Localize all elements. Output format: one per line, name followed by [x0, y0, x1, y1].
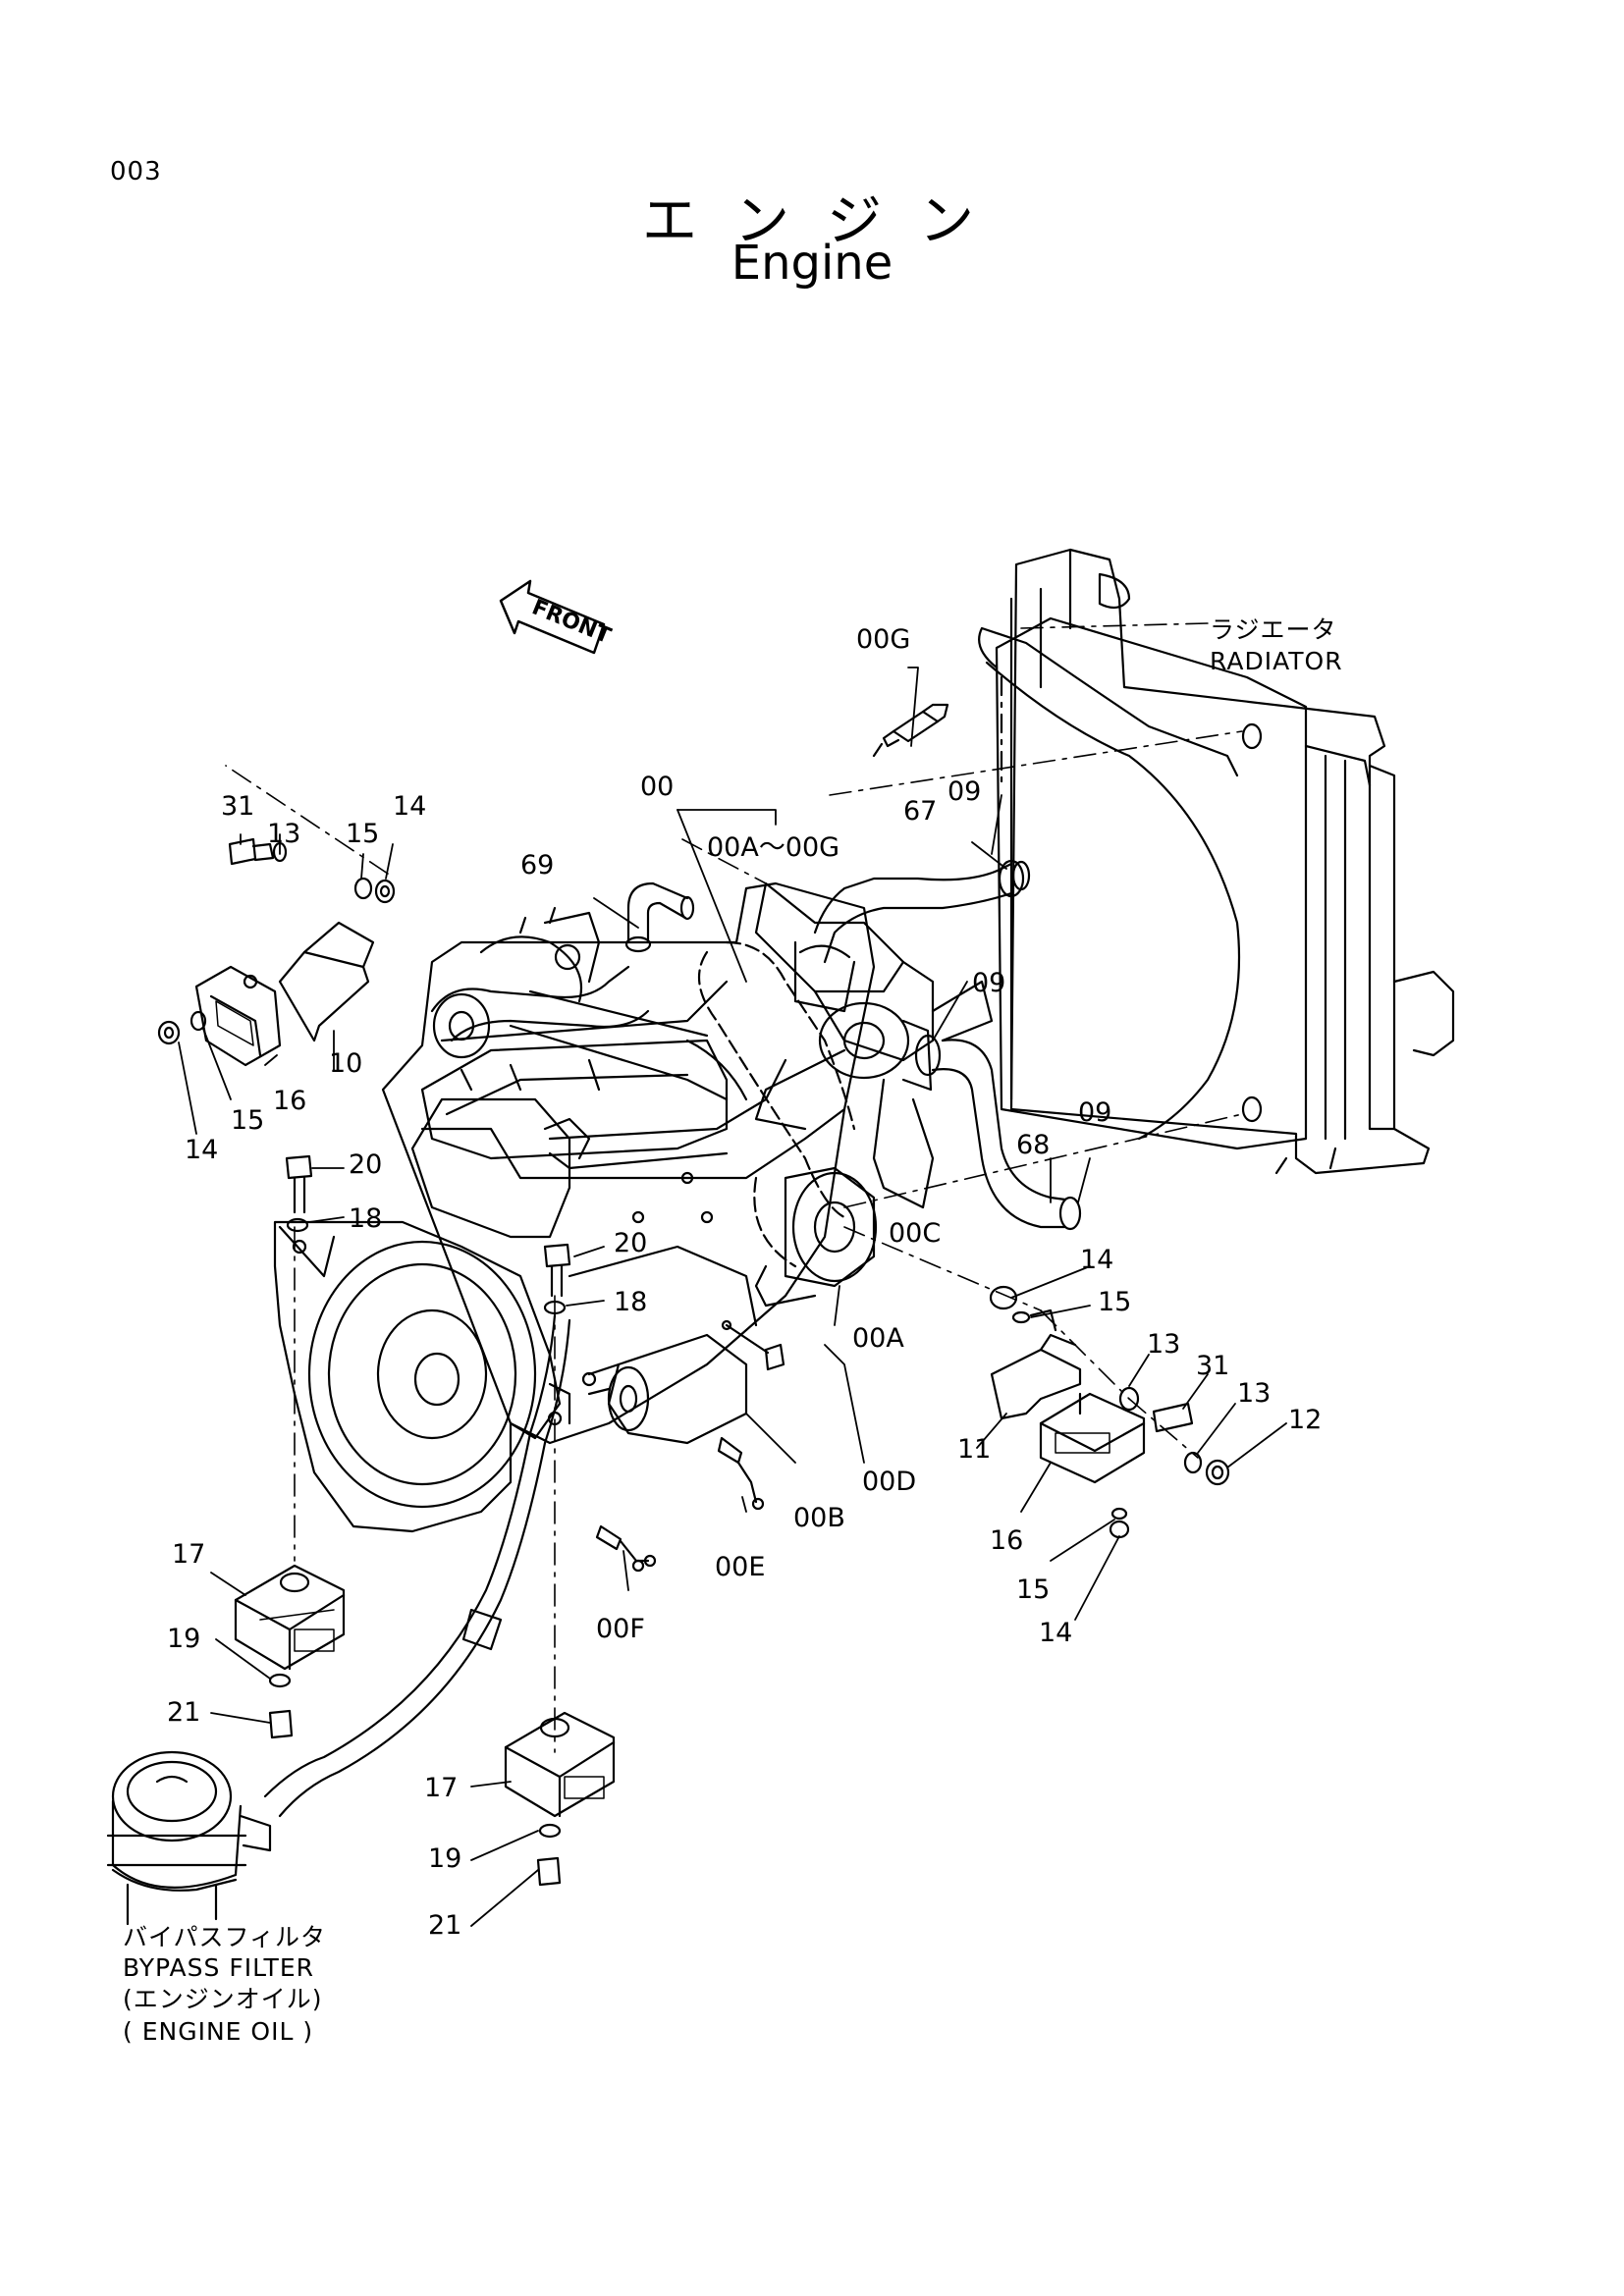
front-arrow-icon: FRONT: [499, 579, 614, 655]
bolt-20-left: [285, 1154, 313, 1233]
callout-69: 69: [520, 850, 554, 881]
callout-21-left: 21: [167, 1697, 200, 1728]
callout-00-range: 00A～00G: [707, 832, 839, 863]
callout-10: 10: [329, 1048, 362, 1079]
callout-19-left: 19: [167, 1624, 200, 1654]
callout-00: 00: [640, 772, 674, 802]
callout-16-left: 16: [273, 1086, 306, 1116]
callout-00E: 00E: [715, 1552, 765, 1582]
callout-14-left: 14: [185, 1135, 218, 1165]
callout-15-left: 15: [231, 1105, 264, 1136]
sensor-00F: [595, 1524, 657, 1573]
callout-19-lower: 19: [428, 1843, 461, 1874]
fan-belt: [697, 940, 856, 1268]
lower-hose-68: [901, 1019, 1082, 1231]
upper-hose-67: [793, 859, 1031, 1013]
radiator-label-en: RADIATOR: [1210, 647, 1343, 675]
reference-lines: [225, 622, 1243, 1753]
front-label: FRONT: [528, 595, 614, 649]
bypass-filter: [106, 1750, 272, 1926]
alternator: [754, 1166, 878, 1308]
radiator-label-jp: ラジエータ: [1210, 615, 1337, 644]
valve-cover: [420, 1039, 729, 1170]
callout-20-upper: 20: [349, 1149, 382, 1180]
mount-left-front: [157, 837, 396, 1067]
callout-13-left: 13: [267, 819, 300, 849]
callout-00G: 00G: [856, 624, 910, 655]
bypass-filter-sub-jp: (エンジンオイル): [123, 1985, 323, 2013]
bolt-20-right: [543, 1243, 571, 1315]
callout-18-upper: 18: [349, 1203, 382, 1234]
leader-lines: [178, 667, 1287, 1927]
fan-shroud: [978, 626, 1241, 1141]
bypass-filter-sub-en: ( ENGINE OIL ): [123, 2017, 313, 2046]
callout-31-left: 31: [221, 791, 254, 822]
callout-09-upper: 09: [947, 776, 981, 807]
bypass-filter-label-jp: バイパスフィルタ: [123, 1923, 326, 1951]
callout-00B: 00B: [793, 1503, 845, 1533]
callout-17-left: 17: [172, 1539, 205, 1570]
callout-00A: 00A: [852, 1323, 904, 1354]
callout-16-right: 16: [990, 1525, 1023, 1556]
sensor-00E: [717, 1436, 765, 1511]
flywheel-housing: [273, 1220, 571, 1533]
intake-pipes: [430, 906, 729, 1101]
callout-20-lower: 20: [614, 1228, 647, 1258]
callout-13-right-a: 13: [1147, 1329, 1180, 1360]
page-number: 003: [110, 157, 162, 187]
engine-block: [381, 881, 876, 1445]
callout-67: 67: [903, 796, 937, 827]
callout-31-right: 31: [1196, 1351, 1229, 1381]
callout-21-lower: 21: [428, 1910, 461, 1941]
mount-right: [989, 1285, 1230, 1539]
callout-14-top: 14: [393, 791, 426, 822]
callout-18-lower: 18: [614, 1287, 647, 1317]
clip-00D: [721, 1319, 785, 1371]
oil-filter-00B: [581, 1333, 748, 1445]
hose-69: [624, 881, 695, 953]
callout-14-right-top: 14: [1080, 1245, 1113, 1275]
callout-17-lower: 17: [424, 1773, 458, 1803]
fan: [754, 881, 994, 1209]
callout-09-mid: 09: [972, 968, 1005, 998]
title-english: Engine: [731, 236, 893, 291]
callout-68: 68: [1016, 1130, 1050, 1160]
callout-09-lower: 09: [1078, 1097, 1111, 1128]
callout-14-right-bottom: 14: [1039, 1618, 1072, 1648]
bypass-oil-lines: [263, 1313, 571, 1818]
bypass-filter-label-en: BYPASS FILTER: [123, 1953, 314, 1982]
mount-cushion-17-lower: [504, 1711, 616, 1887]
callout-11: 11: [957, 1434, 991, 1465]
mount-cushion-17-left: [234, 1564, 346, 1739]
callout-15-right-top: 15: [1098, 1287, 1131, 1317]
callout-15-right-bottom: 15: [1016, 1575, 1050, 1605]
title-japanese: エンジン: [642, 189, 1011, 253]
callout-13-right-b: 13: [1237, 1378, 1271, 1409]
sensor-00G: [872, 703, 949, 758]
callout-00C: 00C: [889, 1218, 941, 1249]
callout-15-top: 15: [346, 819, 379, 849]
callout-00F: 00F: [596, 1614, 645, 1644]
callout-12: 12: [1288, 1405, 1322, 1435]
callout-00D: 00D: [862, 1467, 916, 1497]
